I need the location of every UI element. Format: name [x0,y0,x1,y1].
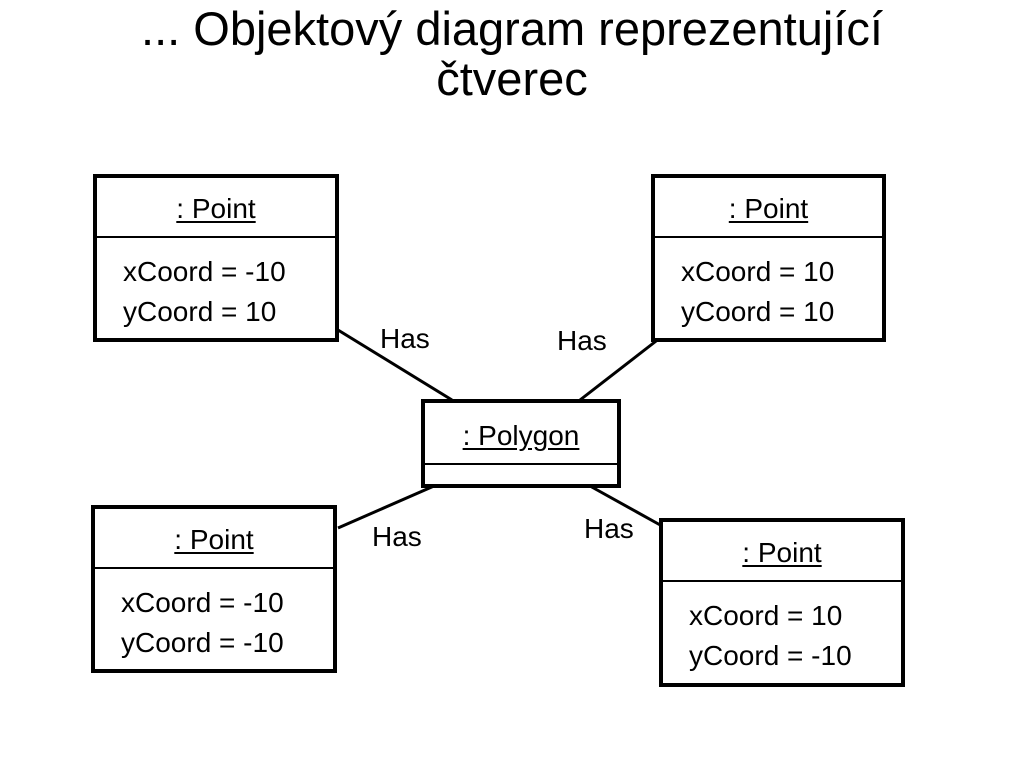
y-coord-attribute: yCoord = 10 [123,296,277,327]
object-attributes: xCoord = 10 yCoord = 10 [655,238,882,332]
link-label-top-right: Has [557,325,607,356]
empty-attribute-compartment [425,465,617,483]
point-object-bottom-right[interactable]: : Point xCoord = 10 yCoord = -10 [659,518,905,687]
point-object-bottom-left[interactable]: : Point xCoord = -10 yCoord = -10 [91,505,337,673]
link-label-bottom-left: Has [372,521,422,552]
link-label-bottom-right: Has [584,513,634,544]
link-line-top-right [579,336,661,402]
object-name: : Point [176,193,256,224]
object-header: : Point [95,509,333,569]
y-coord-attribute: yCoord = 10 [681,296,835,327]
object-header: : Point [663,522,901,582]
slide-title: ... Objektový diagram reprezentující čtv… [0,4,1024,104]
link-line-bottom-left [337,484,435,530]
link-line-bottom-right [589,484,663,528]
x-coord-attribute: xCoord = -10 [121,587,284,618]
slide-title-line1: ... Objektový diagram reprezentující [141,2,883,55]
point-object-top-right[interactable]: : Point xCoord = 10 yCoord = 10 [651,174,886,342]
link-label-top-left: Has [380,323,430,354]
point-object-top-left[interactable]: : Point xCoord = -10 yCoord = 10 [93,174,339,342]
object-name: : Point [728,193,809,224]
object-attributes: xCoord = 10 yCoord = -10 [663,582,901,676]
object-name: : Polygon [462,420,580,451]
x-coord-attribute: xCoord = 10 [681,256,835,287]
object-name: : Point [742,537,822,568]
link-line-top-left [337,328,453,402]
y-coord-attribute: yCoord = -10 [121,627,284,658]
polygon-object[interactable]: : Polygon [421,399,621,488]
object-header: : Point [97,178,335,238]
y-coord-attribute: yCoord = -10 [689,640,852,671]
object-header: : Polygon [425,403,617,465]
object-header: : Point [655,178,882,238]
object-attributes: xCoord = -10 yCoord = -10 [95,569,333,663]
object-name: : Point [174,524,254,555]
x-coord-attribute: xCoord = -10 [123,256,286,287]
x-coord-attribute: xCoord = 10 [689,600,843,631]
object-attributes: xCoord = -10 yCoord = 10 [97,238,335,332]
slide-title-line2: čtverec [436,52,588,105]
